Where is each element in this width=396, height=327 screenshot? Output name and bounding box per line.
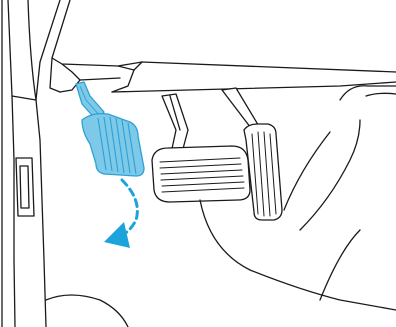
door-pillar: [2, 0, 46, 327]
parking-brake-pedal: [76, 82, 144, 176]
dashboard-lower-panel: [36, 0, 396, 100]
curved-arrow-down-left-icon: [104, 180, 137, 248]
brake-pedal: [152, 94, 250, 202]
